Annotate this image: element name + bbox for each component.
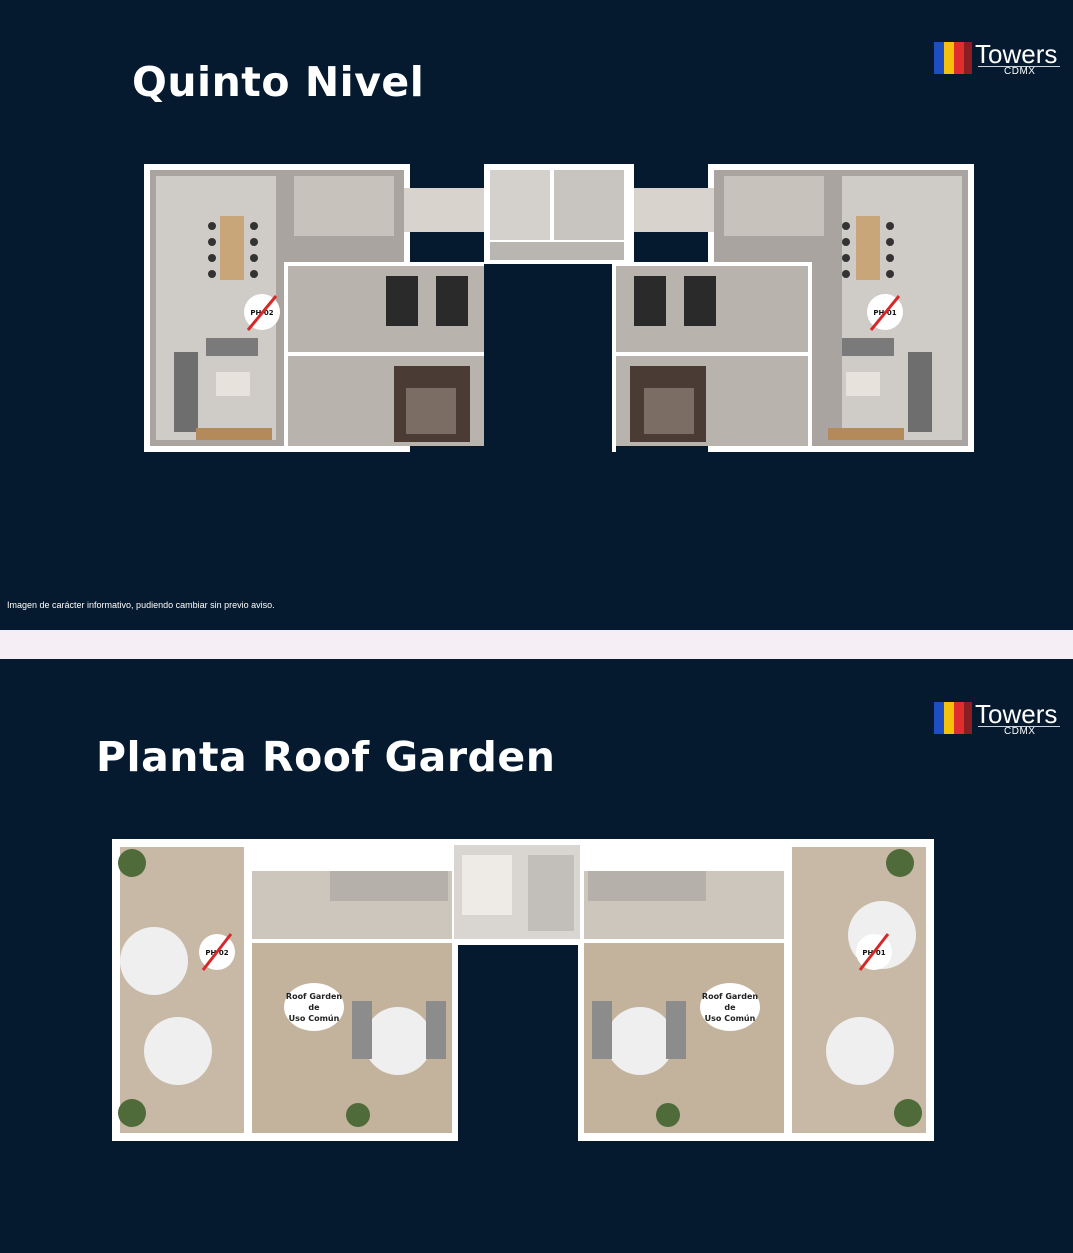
unit-marker-ph02: PH 02 bbox=[199, 933, 235, 971]
unit-marker-ph02: PH 02 bbox=[244, 294, 280, 331]
common-area-label-right: Roof Garden de Uso Común bbox=[700, 983, 760, 1031]
unit-marker-ph01: PH 01 bbox=[856, 933, 892, 971]
common-area-line2: de bbox=[308, 1003, 320, 1012]
page-title: Quinto Nivel bbox=[132, 58, 425, 106]
towers-logo: Towers CDMX bbox=[934, 39, 1064, 79]
logo-subtitle: CDMX bbox=[1004, 726, 1036, 737]
sold-mark-icon bbox=[858, 933, 890, 971]
common-area-line1: Roof Garden bbox=[702, 992, 758, 1001]
logo-color-bars-icon bbox=[934, 702, 972, 734]
common-area-line3: Uso Común bbox=[289, 1014, 340, 1023]
disclaimer: Imagen de carácter informativo, pudiendo… bbox=[7, 600, 275, 610]
common-area-line3: Uso Común bbox=[705, 1014, 756, 1023]
logo-name: Towers bbox=[975, 39, 1058, 69]
floor-plan-quinto-nivel: PH 02 PH 01 bbox=[144, 164, 974, 452]
logo-color-bars-icon bbox=[934, 42, 972, 74]
towers-logo: Towers CDMX bbox=[934, 699, 1064, 739]
slide-roof-garden: Planta Roof Garden Towers CDMX bbox=[0, 659, 1073, 1253]
logo-subtitle: CDMX bbox=[1004, 66, 1036, 77]
common-area-line1: Roof Garden bbox=[286, 992, 342, 1001]
floor-plan-roof-garden: Roof Garden de Uso Común Roof Garden de … bbox=[112, 839, 934, 1141]
common-area-label-left: Roof Garden de Uso Común bbox=[284, 983, 344, 1031]
slide-quinto-nivel: Quinto Nivel Towers CDMX bbox=[0, 0, 1073, 630]
unit-marker-ph01: PH 01 bbox=[867, 294, 903, 331]
page-title: Planta Roof Garden bbox=[96, 733, 556, 781]
common-area-line2: de bbox=[724, 1003, 736, 1012]
sold-mark-icon bbox=[246, 295, 278, 331]
logo-name: Towers bbox=[975, 699, 1058, 729]
sold-mark-icon bbox=[869, 295, 901, 331]
sold-mark-icon bbox=[201, 933, 233, 971]
